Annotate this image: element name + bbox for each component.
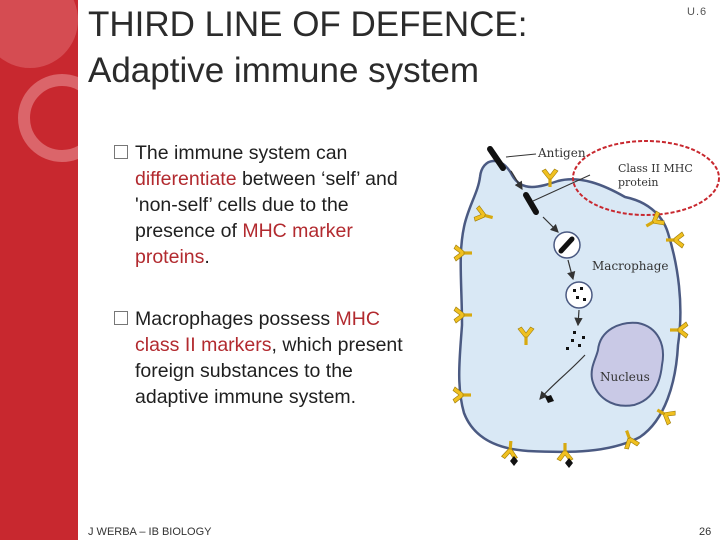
mhc-callout <box>572 140 720 216</box>
sidebar-circles-decoration <box>0 0 78 162</box>
bullet-point-1: The immune system can differentiate betw… <box>114 140 424 270</box>
nucleus-label: Nucleus <box>600 370 650 384</box>
antigen-rod <box>487 146 506 171</box>
antigen-pointer <box>505 153 537 158</box>
page-number: 26 <box>699 526 712 538</box>
text-run: The immune system can <box>135 142 348 164</box>
decorative-sidebar <box>0 0 78 540</box>
bullet-box-icon <box>114 311 128 325</box>
text-run: . <box>204 246 210 268</box>
mhc-label-line-2: protein <box>618 176 658 189</box>
text-run: between ‘self’ and 'non-self’ cells due … <box>135 168 398 242</box>
title-line-2: Adaptive immune system <box>88 51 479 90</box>
highlight-term: MHC class II markers <box>135 308 380 356</box>
bullet-box-icon <box>114 145 128 159</box>
bullet-text: Macrophages possess MHC class II markers… <box>114 306 404 410</box>
macrophage-cell <box>458 159 682 454</box>
bullet-point-2: Macrophages possess MHC class II markers… <box>114 306 404 410</box>
macrophage-label: Macrophage <box>592 259 668 273</box>
highlight-term: differentiate <box>135 168 237 190</box>
text-run: , which present foreign substances to th… <box>135 334 403 408</box>
text-run: Macrophages possess <box>135 308 336 330</box>
antigen-rod <box>523 192 539 215</box>
macrophage-diagram: Antigen Macrophage Nucleus Class II MHC … <box>452 140 720 468</box>
antigen-rod <box>558 236 575 254</box>
title-line-1: THIRD LINE OF DEFENCE: <box>88 5 528 44</box>
nucleus <box>590 321 664 407</box>
mhc-pointer <box>532 174 591 202</box>
antigen-label: Antigen <box>537 146 586 160</box>
presented-antigens <box>510 395 573 468</box>
unit-code: U.6 <box>687 6 708 18</box>
antigen-fragments <box>566 287 586 350</box>
bullet-text: The immune system can differentiate betw… <box>114 140 424 270</box>
mhc-label-line-1: Class II MHC <box>618 162 693 175</box>
slide-title: THIRD LINE OF DEFENCE: Adaptive immune s… <box>88 2 527 94</box>
highlight-term: MHC marker proteins <box>135 220 353 268</box>
phagolysosome <box>565 281 593 309</box>
footer-credit: J WERBA – IB BIOLOGY <box>88 526 212 538</box>
process-arrows <box>510 170 586 400</box>
